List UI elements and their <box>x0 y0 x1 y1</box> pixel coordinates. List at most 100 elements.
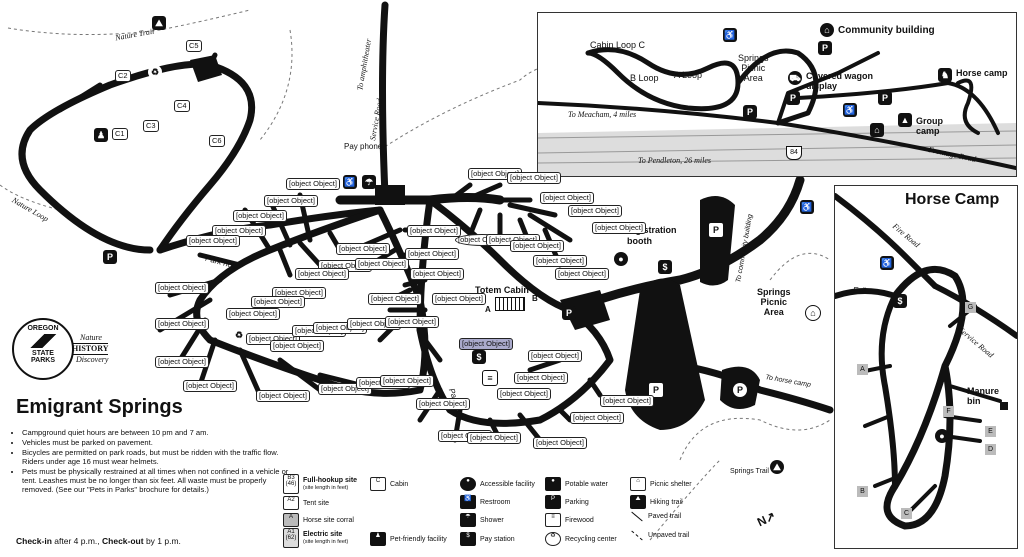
shower-legend-icon: ☂ <box>460 513 476 527</box>
site-b9[interactable]: [object Object] <box>256 390 310 402</box>
cabin-parking-icon: P <box>103 250 117 264</box>
legend-paved-trail: Paved trail <box>630 511 681 522</box>
cabin-c1[interactable]: C1 <box>112 128 128 140</box>
site-a18[interactable]: [object Object] <box>507 172 561 184</box>
checkin-label: Check-in <box>16 536 52 546</box>
site-a5[interactable]: [object Object] <box>514 372 568 384</box>
site-a2[interactable]: [object Object] <box>528 350 582 362</box>
site-b25[interactable]: [object Object] <box>286 178 340 190</box>
checkout-text: by 1 p.m. <box>145 536 181 546</box>
site-a22[interactable]: [object Object] <box>568 205 622 217</box>
site-a24[interactable]: [object Object] <box>533 255 587 267</box>
site-b21[interactable]: [object Object] <box>233 210 287 222</box>
trail-top-right <box>379 59 561 151</box>
horse-site-a[interactable]: A <box>857 364 868 375</box>
registration-booth-icon: ● <box>614 252 628 266</box>
site-b15[interactable]: [object Object] <box>155 282 209 294</box>
site-a8[interactable]: [object Object] <box>459 338 513 350</box>
site-b14[interactable]: [object Object] <box>226 308 280 320</box>
cabin-c2[interactable]: C2 <box>115 70 131 82</box>
horse-site-d[interactable]: D <box>985 444 996 455</box>
horse-service-road <box>932 283 1017 339</box>
site-a1[interactable]: [object Object] <box>600 395 654 407</box>
legend-hiking-trail: ⛰ Hiking trail <box>630 495 683 509</box>
cabin-c5[interactable]: C5 <box>186 40 202 52</box>
site-a3[interactable]: [object Object] <box>497 388 551 400</box>
cabin-parking <box>190 55 222 82</box>
upper-parking-icon: P <box>708 222 724 238</box>
legend-corral: A Horse site corral <box>283 513 354 527</box>
overview-group-camp: Group camp <box>916 116 943 136</box>
site-a25[interactable]: [object Object] <box>592 222 646 234</box>
site-b23[interactable]: [object Object] <box>264 195 318 207</box>
parking-text: Parking <box>565 498 589 506</box>
site-b12[interactable]: [object Object] <box>155 356 209 368</box>
overview-parking-icon-2: P <box>786 91 800 105</box>
trail-top-mid <box>259 29 293 141</box>
overview-to-pendleton: To Pendleton, 26 miles <box>638 156 712 165</box>
trail-bottom <box>679 417 831 461</box>
hiking-icon-springs: ⛰ <box>770 460 784 474</box>
logo-nature: Nature <box>80 333 102 342</box>
site-a7[interactable]: [object Object] <box>467 432 521 444</box>
springs-picnic-area-label: Springs Picnic Area <box>757 287 791 317</box>
horse-site-f[interactable]: F <box>943 406 954 417</box>
legend-restroom: ♿ Restroom <box>460 495 510 509</box>
a-loop-road <box>416 196 614 427</box>
site-b10[interactable]: [object Object] <box>183 380 237 392</box>
overview-inset: Cabin Loop C B Loop A Loop Springs Picni… <box>537 12 1017 177</box>
manure-bin-icon <box>1000 402 1008 410</box>
site-a11[interactable]: [object Object] <box>432 293 486 305</box>
parking-icon: P <box>545 495 561 509</box>
overview-cabin-loop-c: Cabin Loop C <box>590 40 646 50</box>
site-a13[interactable]: [object Object] <box>410 268 464 280</box>
cabin-c3[interactable]: C3 <box>143 120 159 132</box>
legend-recycling: ♻ Recycling center <box>545 532 617 546</box>
horse-site-c[interactable]: C <box>901 508 912 519</box>
site-a16[interactable]: [object Object] <box>407 225 461 237</box>
site-b19[interactable]: [object Object] <box>212 225 266 237</box>
unpaved-trail-text: Unpaved trail <box>648 532 690 539</box>
pay-station-icon: $ <box>658 260 672 274</box>
cabin-c6[interactable]: C6 <box>209 135 225 147</box>
site-b13[interactable]: [object Object] <box>155 318 209 330</box>
firewood-text: Firewood <box>565 516 594 524</box>
site-a20[interactable]: [object Object] <box>540 192 594 204</box>
cabin-loop-road <box>18 60 256 254</box>
overview-parking-icon-1: P <box>818 41 832 55</box>
site-a26[interactable]: [object Object] <box>555 268 609 280</box>
cabin-c4[interactable]: C4 <box>174 100 190 112</box>
cabin-text: Cabin <box>390 480 409 488</box>
horse-site-b[interactable]: B <box>857 486 868 497</box>
overview-covered-wagon: Covered wagon display <box>806 71 874 91</box>
horse-restroom-icon: ♿ <box>880 256 894 270</box>
accessible-icon: ● <box>460 477 476 491</box>
site-b3[interactable]: [object Object] <box>380 375 434 387</box>
site-b16[interactable]: [object Object] <box>251 296 305 308</box>
corral-text: Horse site corral <box>303 516 354 524</box>
legend-shower: ☂ Shower <box>460 513 504 527</box>
site-a14[interactable]: [object Object] <box>355 258 409 270</box>
site-a15[interactable]: [object Object] <box>405 248 459 260</box>
horse-site-g[interactable]: G <box>965 302 976 313</box>
hiking-icon-top: ⛰ <box>152 16 166 30</box>
site-b20[interactable]: [object Object] <box>295 268 349 280</box>
firewood-legend-icon: ≡ <box>545 513 561 527</box>
full-hookup-text: Full-hookup site(site length in feet) <box>303 477 358 491</box>
logo-discovery: Discovery <box>76 355 109 364</box>
site-b1[interactable]: [object Object] <box>385 316 439 328</box>
booth-label: booth <box>627 236 652 246</box>
site-a6[interactable]: [object Object] <box>533 437 587 449</box>
site-a10[interactable]: [object Object] <box>416 398 470 410</box>
overview-springs-picnic: Springs Picnic Area <box>738 53 769 83</box>
site-a12[interactable]: [object Object] <box>368 293 422 305</box>
site-a23[interactable]: [object Object] <box>510 240 564 252</box>
site-a4[interactable]: [object Object] <box>570 412 624 424</box>
site-b24[interactable]: [object Object] <box>336 243 390 255</box>
horse-site-e[interactable]: E <box>985 426 996 437</box>
totem-cabin-label: Totem Cabin <box>475 285 529 295</box>
large-parking-icon: P <box>648 382 664 398</box>
site-b17[interactable]: [object Object] <box>186 235 240 247</box>
water-icon: ● <box>545 477 561 491</box>
site-b8[interactable]: [object Object] <box>270 340 324 352</box>
